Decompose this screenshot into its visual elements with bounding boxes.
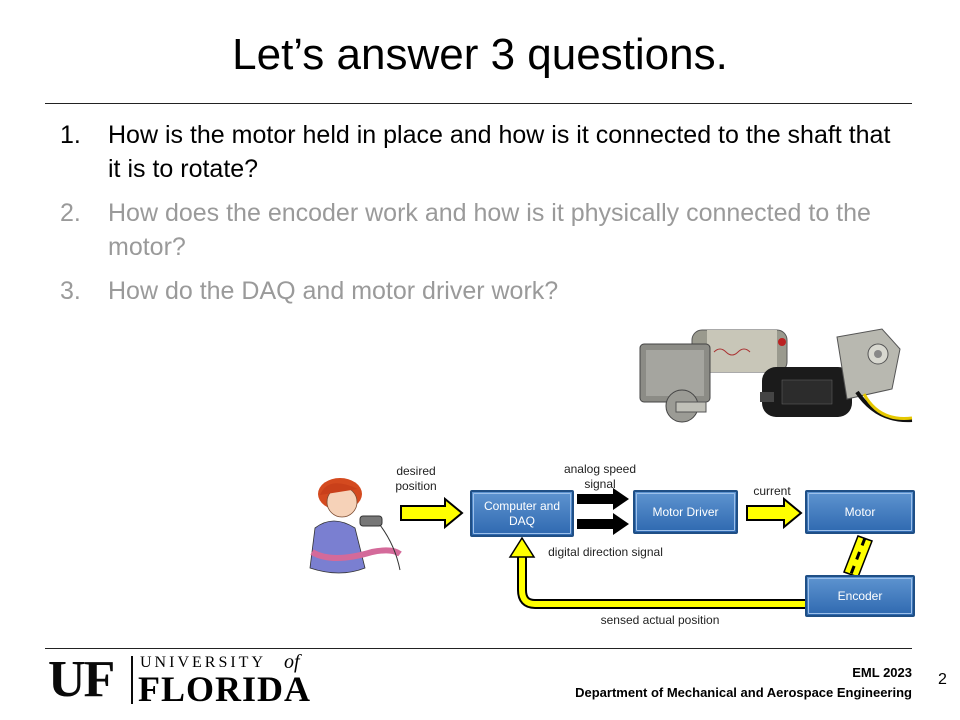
question-number: 1. (60, 121, 81, 149)
motor-block: Motor (805, 490, 915, 534)
question-text: How is the motor held in place and how i… (108, 121, 891, 183)
question-text: How does the encoder work and how is it … (108, 199, 871, 261)
motor-photos (639, 328, 913, 423)
question-number: 3. (60, 277, 81, 305)
question-text: How do the DAQ and motor driver work? (108, 277, 559, 305)
encoder-block: Encoder (805, 575, 915, 617)
page-number: 2 (938, 671, 947, 688)
question-3: 3. How do the DAQ and motor driver work? (60, 274, 900, 308)
title-divider (45, 103, 912, 104)
motor-driver-block: Motor Driver (633, 490, 738, 534)
computer-daq-block: Computer and DAQ (470, 490, 574, 537)
windshield-motor-photo (760, 328, 913, 423)
course-code: EML 2023 (852, 665, 912, 680)
slide-title: Let’s answer 3 questions. (232, 30, 728, 79)
footer-divider (45, 648, 912, 649)
current-arrow (746, 496, 803, 530)
analog-speed-label: analog speed signal (563, 462, 637, 491)
block-diagram (309, 478, 873, 609)
sensed-position-feedback-arrow (508, 536, 805, 609)
person-illustration (309, 478, 402, 574)
gearmotor-photo (639, 329, 788, 423)
question-number: 2. (60, 199, 81, 227)
logo-university-text: UNIVERSITY (140, 654, 266, 671)
sensed-position-label: sensed actual position (600, 613, 720, 627)
logo-florida-text: FLORIDA (138, 669, 312, 709)
uf-monogram: UF (48, 651, 115, 708)
current-label: current (753, 484, 791, 498)
uf-logo: UF UNIVERSITY of FLORIDA (48, 651, 338, 709)
desired-position-label: desired position (395, 464, 437, 493)
analog-speed-arrow (577, 488, 629, 510)
desired-position-arrow (400, 496, 464, 530)
question-1: 1. How is the motor held in place and how… (60, 118, 900, 186)
digital-direction-label: digital direction signal (548, 545, 663, 559)
question-2: 2. How does the encoder work and how is i… (60, 196, 900, 264)
digital-direction-arrow (577, 513, 629, 535)
motor-encoder-coupling (843, 535, 873, 578)
logo-of-text: of (284, 651, 300, 673)
department-name: Department of Mechanical and Aerospace E… (575, 685, 912, 700)
logo-divider (131, 656, 133, 704)
question-list: 1. How is the motor held in place and how… (60, 118, 900, 318)
